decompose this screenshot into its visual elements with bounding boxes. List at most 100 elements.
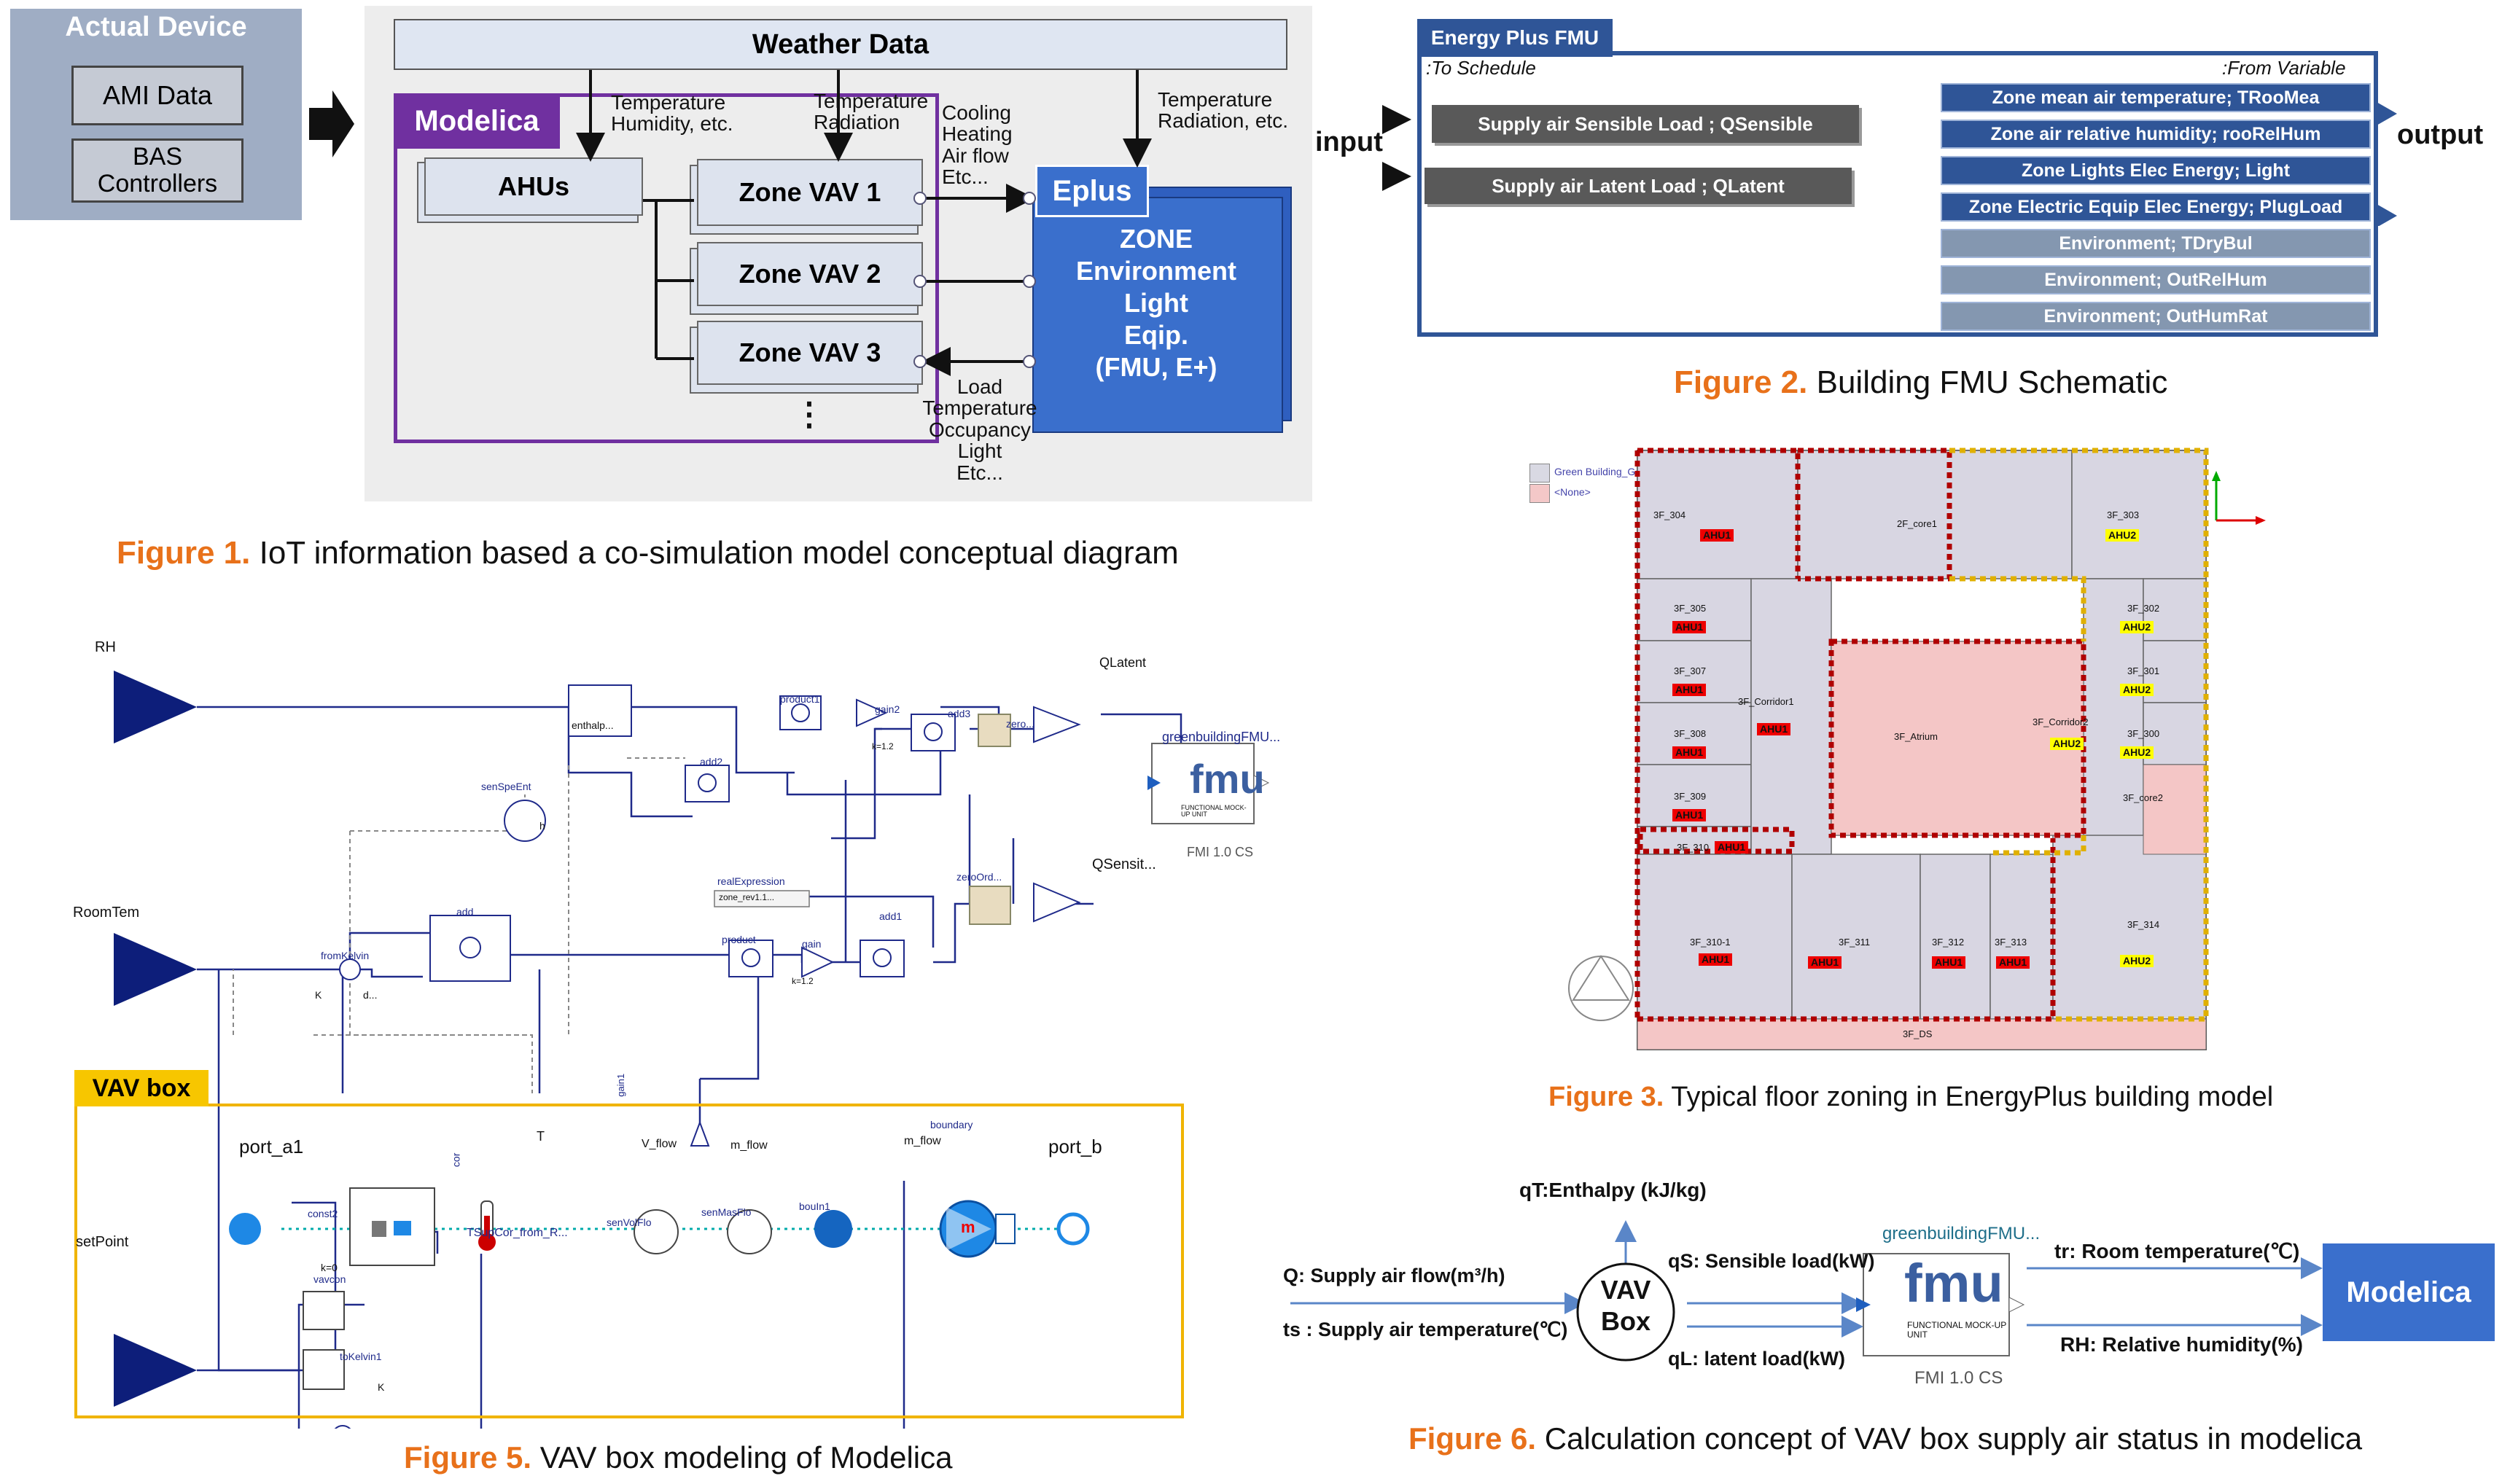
zeroord-label: zeroOrd... — [956, 871, 1002, 883]
device-arrow-icon — [309, 90, 354, 157]
output-zone-lights: Zone Lights Elec Energy; Light — [1941, 156, 2371, 185]
fmu-title: Energy Plus FMU — [1417, 19, 1613, 57]
from-variable-label: :From Variable — [2222, 57, 2346, 79]
const2-label: const2 — [308, 1208, 338, 1219]
vav-box-label: VAV box — [74, 1070, 208, 1106]
supply-air-flow-label: Q: Supply air flow(m³/h) — [1283, 1265, 1505, 1286]
zone-3f-302: 3F_302 — [2127, 603, 2160, 614]
eplus-label: Eplus — [1035, 165, 1149, 217]
zone-3f-301: 3F_301 — [2127, 665, 2160, 676]
ahu1-tag: AHU1 — [1672, 746, 1707, 759]
zone-3f-313: 3F_313 — [1995, 937, 2027, 948]
figure-6-connectors — [1290, 1220, 2323, 1362]
ahu1-tag: AHU1 — [1757, 723, 1791, 735]
zone-environment-text: ZONE Environment Light Eqip. (FMU, E+) — [1075, 224, 1237, 382]
output-env-tdrybul: Environment; TDryBul — [1941, 229, 2371, 258]
product-block-label: product — [722, 934, 756, 945]
gain-block-label: gain — [802, 938, 822, 950]
k-unit-label-2: K — [378, 1381, 385, 1393]
zone-3f-310: 3F_310 — [1677, 842, 1710, 853]
ahu2-tag: AHU2 — [2050, 738, 2084, 750]
zone-3f-corridor2: 3F_Corridor2 — [2033, 716, 2089, 727]
modelica-frame — [394, 93, 939, 443]
zone-2f-core1: 2F_core1 — [1897, 518, 1937, 529]
m-flow-label: m_flow — [730, 1139, 768, 1152]
actual-device-title: Actual Device — [65, 12, 247, 42]
fmu-logo-text: fmu — [1190, 756, 1265, 802]
zone-3f-core2: 3F_core2 — [2123, 792, 2163, 803]
zone-3f-314: 3F_314 — [2127, 919, 2160, 930]
v-flow-label: V_flow — [642, 1138, 677, 1150]
ahu1-tag: AHU1 — [1932, 956, 1966, 969]
bouin1-label: bouIn1 — [799, 1200, 830, 1212]
modelica-label: Modelica — [394, 93, 560, 149]
add3-block-label: add3 — [948, 708, 971, 719]
ahu2-tag: AHU2 — [2120, 684, 2154, 696]
port-a1-label: port_a1 — [239, 1136, 304, 1157]
ahu1-tag: AHU1 — [1672, 684, 1707, 696]
load-temperature-label: Load Temperature Occupancy Light Etc... — [922, 375, 1037, 484]
zone-3f-308: 3F_308 — [1674, 728, 1707, 739]
ahu2-tag: AHU2 — [2105, 529, 2140, 542]
figure-6-caption: Figure 6. Calculation concept of VAV box… — [1408, 1421, 2363, 1456]
realexpression-value: zone_rev1.1... — [719, 892, 775, 902]
modelica-vav-diagram — [114, 671, 1270, 1429]
fmu-io-arrows — [1382, 102, 2397, 226]
more-vav-dots: ⋮ — [793, 397, 825, 432]
figure-3-caption: Figure 3. Typical floor zoning in Energy… — [1548, 1082, 2274, 1112]
k12-label: k=1.2 — [872, 741, 894, 751]
input-label: input — [1315, 127, 1383, 157]
zone-3f-ds: 3F_DS — [1903, 1028, 1933, 1039]
legend-swatch-office — [1529, 464, 1550, 483]
zero-block-label: zero... — [1006, 718, 1034, 730]
output-zone-mean-temp: Zone mean air temperature; TRooMea — [1941, 83, 2371, 112]
ahu1-tag: AHU1 — [1700, 529, 1734, 542]
input-latent-load: Supply air Latent Load ; QLatent — [1425, 168, 1852, 204]
m-flow-boundary-label: m_flow — [904, 1135, 941, 1147]
add1-block-label: add1 — [879, 910, 903, 922]
output-zone-plugload: Zone Electric Equip Elec Energy; PlugLoa… — [1941, 192, 2371, 222]
ahu2-tag: AHU2 — [2120, 621, 2154, 633]
zone-3f-312: 3F_312 — [1932, 937, 1965, 948]
fig6-fmu-subtext: FUNCTIONAL MOCK-UP UNIT — [1907, 1320, 2007, 1340]
product1-block-label: product1 — [780, 693, 820, 705]
gain2-block-label: gain2 — [875, 703, 900, 715]
ahu1-tag: AHU1 — [1672, 621, 1707, 633]
zone-3f-corridor1: 3F_Corridor1 — [1738, 696, 1794, 707]
enthalpy-label: qT:Enthalpy (kJ/kg) — [1519, 1179, 1707, 1201]
fig6-fmu-logo: fmu — [1904, 1253, 2003, 1313]
h-label: h — [539, 820, 545, 832]
qsensit-label: QSensit... — [1092, 856, 1156, 872]
zone-3f-304: 3F_304 — [1653, 509, 1686, 520]
legend-swatch-none — [1529, 484, 1550, 503]
figure-1-caption: Figure 1. IoT information based a co-sim… — [117, 535, 1179, 571]
tsupcor-label: TSupCor_from_R... — [467, 1227, 568, 1239]
roomtem-input-label: RoomTem — [73, 905, 140, 921]
ahus-box: AHUs — [424, 157, 643, 216]
senspeent-label: senSpeEnt — [481, 781, 531, 792]
zone-vav-2-box: Zone VAV 2 — [697, 242, 923, 306]
vavcon-label: vavcon — [313, 1273, 346, 1285]
cor-label: cor — [450, 1152, 462, 1168]
legend-none-label: <None> — [1554, 486, 1591, 498]
ahu1-tag: AHU1 — [1996, 956, 2030, 969]
latent-load-label: qL: latent load(kW) — [1668, 1348, 1845, 1370]
ami-data-box: AMI Data — [71, 66, 243, 125]
ahu1-tag: AHU1 — [1699, 953, 1733, 966]
boundary-label: boundary — [930, 1119, 973, 1130]
zone-3f-309: 3F_309 — [1674, 791, 1707, 802]
to-schedule-label: :To Schedule — [1426, 57, 1536, 79]
k0-label: k=0 — [321, 1262, 338, 1273]
zone-3f-300: 3F_300 — [2127, 728, 2160, 739]
add-block-label: add — [456, 906, 474, 918]
pump-m-label: m — [961, 1218, 975, 1236]
ahu1-tag: AHU1 — [1715, 841, 1749, 854]
rh-input-label: RH — [95, 639, 116, 655]
qlatent-label: QLatent — [1099, 655, 1147, 670]
room-temp-label: tr: Room temperature(℃) — [2054, 1240, 2300, 1262]
cooling-heating-label: Cooling Heating Air flow Etc... — [942, 101, 1013, 189]
